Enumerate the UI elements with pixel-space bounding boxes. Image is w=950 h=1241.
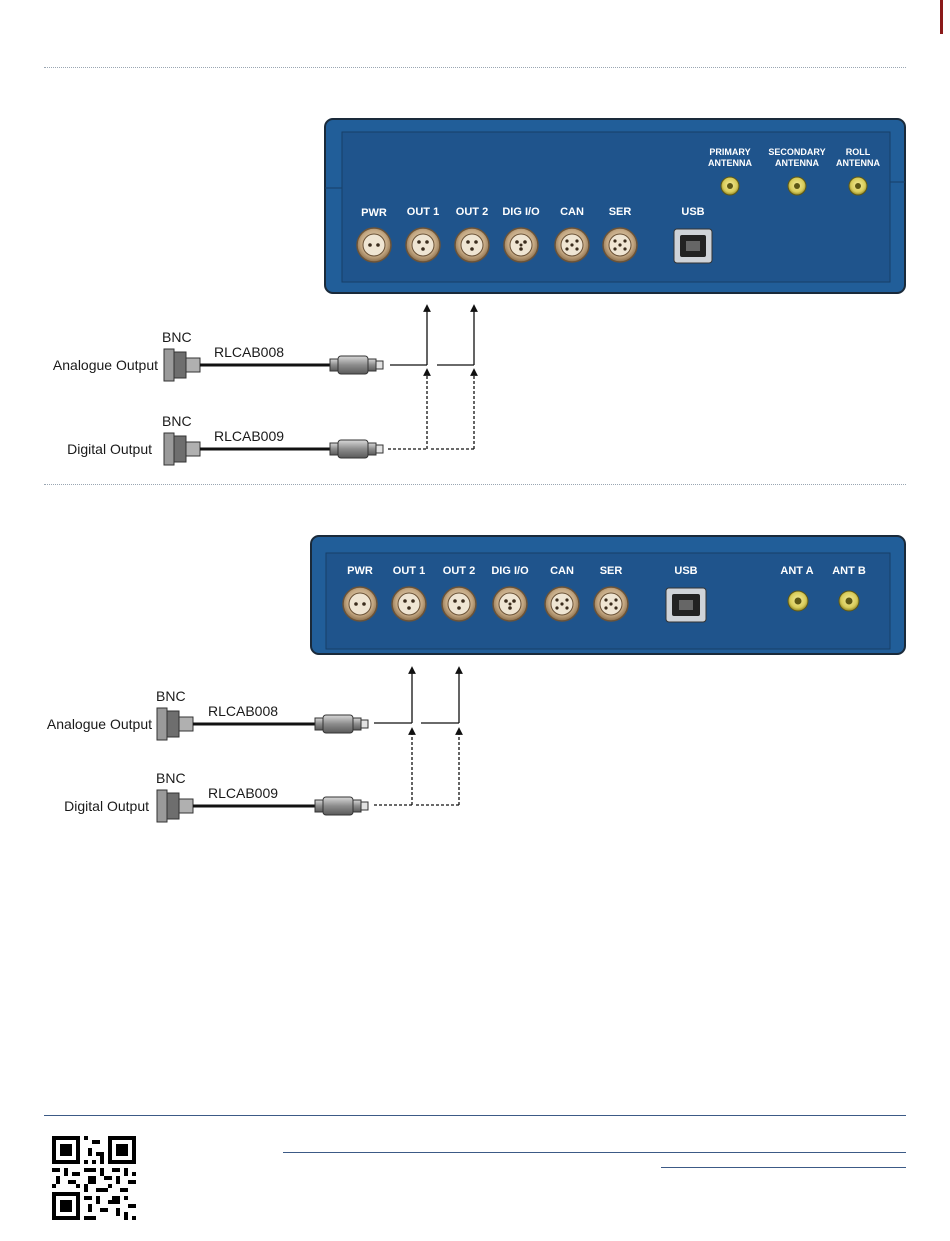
- svg-text:PRIMARY: PRIMARY: [709, 147, 750, 157]
- connector-out2: [455, 228, 489, 262]
- connector-dig-io: [504, 228, 538, 262]
- digital-output-label: Digital Output: [64, 798, 149, 814]
- antenna-label-b: ANT B: [832, 565, 866, 577]
- signal-arrows: [388, 308, 474, 449]
- port-label-ser: SER: [600, 565, 623, 577]
- analogue-output-label: Analogue Output: [53, 357, 158, 373]
- cable-digital: BNC Digital Output RLCAB009: [67, 413, 383, 465]
- port-label-can: CAN: [550, 565, 574, 577]
- connector-can: [555, 228, 589, 262]
- connection-diagram-2: PWR OUT 1 OUT 2 DIG I/O CAN SER USB ANT …: [0, 530, 950, 830]
- svg-text:ANTENNA: ANTENNA: [708, 158, 752, 168]
- cable-analogue: BNC Analogue Output RLCAB008: [53, 329, 383, 381]
- port-label-out1: OUT 1: [393, 565, 425, 577]
- antenna-label-a: ANT A: [780, 565, 813, 577]
- footer-divider: [44, 1115, 906, 1116]
- cable-part-label: RLCAB008: [214, 344, 284, 360]
- port-label-pwr: PWR: [347, 565, 373, 577]
- connector-out2: [442, 587, 476, 621]
- connector-out1: [392, 587, 426, 621]
- port-label-can: CAN: [560, 206, 584, 218]
- connector-ser: [603, 228, 637, 262]
- svg-text:ANTENNA: ANTENNA: [836, 158, 880, 168]
- analogue-output-label: Analogue Output: [47, 716, 152, 732]
- connector-dig-io: [493, 587, 527, 621]
- section-divider-middle: [44, 484, 906, 485]
- cable-part-label: RLCAB008: [208, 703, 278, 719]
- svg-text:ANTENNA: ANTENNA: [775, 158, 819, 168]
- footer-link-line-1: [283, 1152, 906, 1153]
- digital-output-label: Digital Output: [67, 441, 152, 457]
- port-label-dig-io: DIG I/O: [502, 206, 540, 218]
- port-label-ser: SER: [609, 206, 632, 218]
- connection-diagram-1: PRIMARY ANTENNA SECONDARY ANTENNA ROLL A…: [0, 110, 950, 470]
- bnc-label: BNC: [162, 329, 192, 345]
- svg-text:ROLL: ROLL: [846, 147, 871, 157]
- port-label-out2: OUT 2: [443, 565, 475, 577]
- corner-accent: [940, 0, 943, 34]
- cable-part-label: RLCAB009: [208, 785, 278, 801]
- port-label-out2: OUT 2: [456, 206, 488, 218]
- port-label-dig-io: DIG I/O: [491, 565, 529, 577]
- connector-can: [545, 587, 579, 621]
- antenna-label-secondary: SECONDARY ANTENNA: [768, 147, 825, 168]
- cable-analogue: BNC Analogue Output RLCAB008: [47, 688, 368, 740]
- antenna-connector-roll: [849, 177, 867, 195]
- antenna-connector-a: [788, 591, 808, 611]
- qr-code-icon[interactable]: [52, 1136, 136, 1220]
- antenna-connector-primary: [721, 177, 739, 195]
- connector-out1: [406, 228, 440, 262]
- port-label-out1: OUT 1: [407, 206, 439, 218]
- bnc-label: BNC: [156, 770, 186, 786]
- section-divider-top: [44, 67, 906, 68]
- bnc-label: BNC: [162, 413, 192, 429]
- port-label-usb: USB: [674, 565, 697, 577]
- antenna-label-primary: PRIMARY ANTENNA: [708, 147, 752, 168]
- cable-digital: BNC Digital Output RLCAB009: [64, 770, 368, 822]
- usb-port: [674, 229, 712, 263]
- footer-link-line-2: [661, 1167, 906, 1168]
- connector-ser: [594, 587, 628, 621]
- connector-pwr: [357, 228, 391, 262]
- cable-part-label: RLCAB009: [214, 428, 284, 444]
- port-label-pwr: PWR: [361, 207, 387, 219]
- port-label-usb: USB: [681, 206, 704, 218]
- svg-text:SECONDARY: SECONDARY: [768, 147, 825, 157]
- connector-pwr: [343, 587, 377, 621]
- antenna-connector-b: [839, 591, 859, 611]
- bnc-label: BNC: [156, 688, 186, 704]
- signal-arrows: [374, 670, 459, 805]
- usb-port: [666, 588, 706, 622]
- antenna-connector-secondary: [788, 177, 806, 195]
